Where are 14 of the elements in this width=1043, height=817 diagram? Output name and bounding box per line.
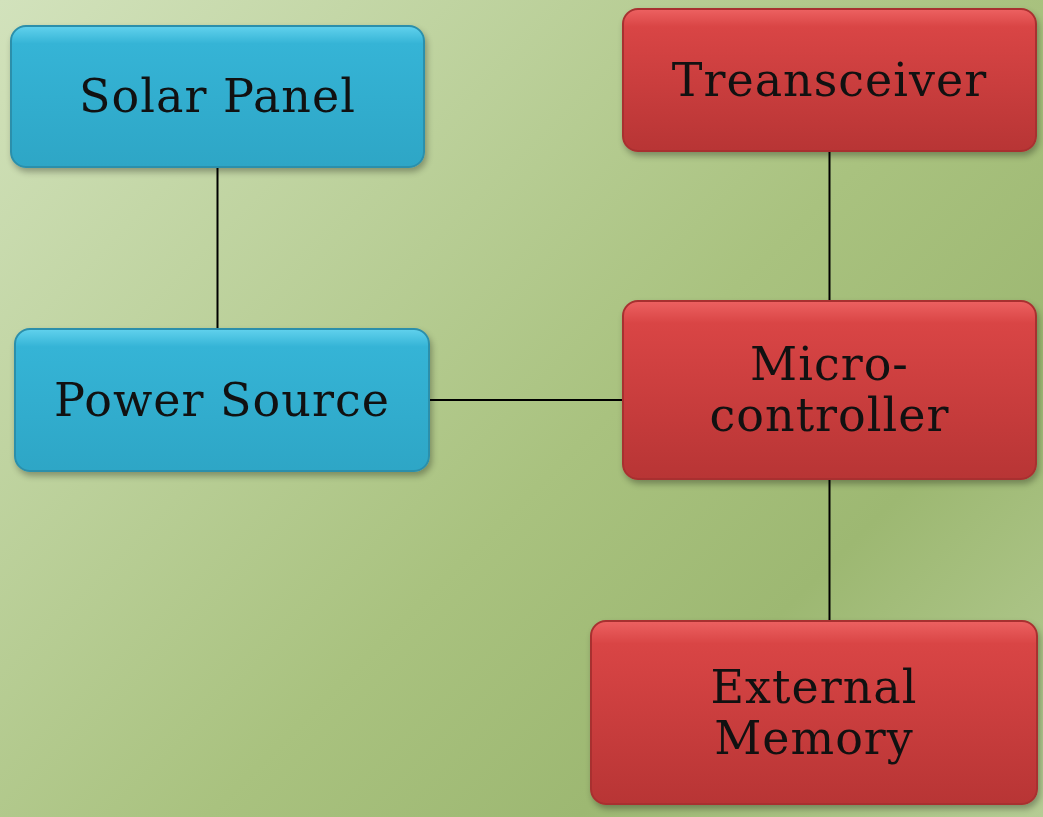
process-box (590, 620, 1038, 805)
connector-line (216, 167, 219, 329)
process-box (622, 300, 1037, 480)
process-box (14, 328, 430, 472)
connector-line (429, 399, 623, 401)
connector-line (828, 151, 831, 301)
process-box (10, 25, 425, 168)
connector-line (828, 479, 831, 621)
box-label: External Memory (709, 661, 919, 764)
box-label: Treansceiver (671, 54, 988, 106)
box-label: Micro- controller (708, 339, 951, 441)
process-box (622, 8, 1037, 152)
box-label: Solar Panel (79, 71, 356, 122)
box-label: Power Source (54, 374, 390, 426)
